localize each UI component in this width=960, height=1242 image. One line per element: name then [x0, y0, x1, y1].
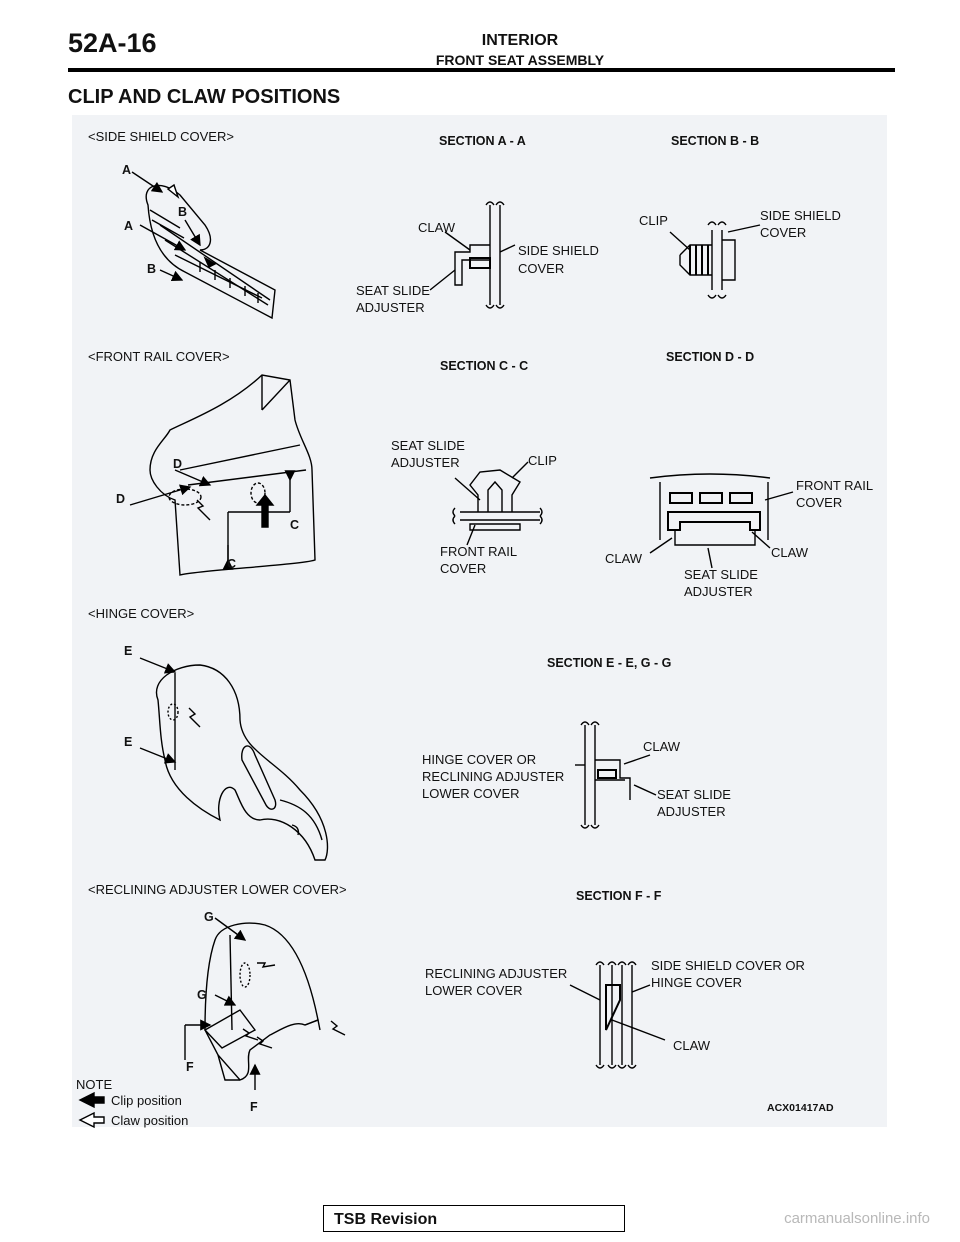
section-cc-adjuster-label-1: SEAT SLIDE: [391, 438, 465, 453]
watermark: carmanualsonline.info: [784, 1210, 930, 1227]
note-legend-arrows: [78, 1091, 105, 1129]
section-ee-adjuster-label-1: SEAT SLIDE: [657, 787, 731, 802]
callout-f-left: F: [186, 1060, 194, 1074]
section-dd-adjuster-label-1: SEAT SLIDE: [684, 567, 758, 582]
tsb-revision-box: TSB Revision: [323, 1205, 625, 1232]
callout-c-bottom: C: [227, 557, 237, 571]
section-bb-cover-label-1: SIDE SHIELD: [760, 208, 841, 223]
header-subtitle: FRONT SEAT ASSEMBLY: [435, 52, 605, 68]
section-ff-cover-label-1: RECLINING ADJUSTER: [425, 966, 568, 981]
section-code: 52A-16: [68, 28, 157, 58]
section-aa-cover-label-2: COVER: [518, 261, 565, 276]
section-cc-clip-label: CLIP: [528, 453, 557, 468]
section-aa-cover-label-1: SIDE SHIELD: [518, 243, 599, 258]
section-cc-adjuster-label-2: ADJUSTER: [391, 455, 460, 470]
note-clip-position: Clip position: [111, 1093, 182, 1108]
callout-d-top: D: [173, 457, 183, 471]
section-bb-title: SECTION B - B: [671, 134, 760, 148]
section-bb-drawing: [669, 221, 761, 299]
header-rule: [68, 68, 895, 72]
side-shield-heading: <SIDE SHIELD COVER>: [88, 129, 234, 144]
header-title: INTERIOR: [481, 32, 559, 49]
section-ff-claw-label: CLAW: [673, 1038, 711, 1053]
section-ee-claw-label: CLAW: [643, 739, 681, 754]
callout-d-left: D: [116, 492, 126, 506]
callout-b-top: B: [178, 205, 188, 219]
section-aa-drawing: [429, 201, 516, 309]
callout-g-mid: G: [197, 988, 207, 1002]
section-ff-side-label-2: HINGE COVER: [651, 975, 743, 990]
section-aa-adjuster-label-1: SEAT SLIDE: [356, 283, 430, 298]
section-ff-drawing: [569, 961, 666, 1069]
section-dd-cover-label-2: COVER: [796, 495, 843, 510]
section-ee-cover-label-1: HINGE COVER OR: [422, 752, 537, 767]
section-ee-cover-label-3: LOWER COVER: [422, 786, 520, 801]
section-cc-title: SECTION C - C: [440, 359, 529, 373]
note-title: NOTE: [76, 1077, 113, 1092]
figure-code: ACX01417AD: [767, 1102, 834, 1114]
callout-c-right: C: [290, 518, 300, 532]
callout-f-bottom: F: [250, 1100, 258, 1114]
section-dd-cover-label-1: FRONT RAIL: [796, 478, 874, 493]
section-aa-title: SECTION A - A: [439, 134, 526, 148]
section-ee-drawing: [575, 721, 657, 829]
section-dd-claw-left-label: CLAW: [605, 551, 643, 566]
section-ff-cover-label-2: LOWER COVER: [425, 983, 523, 998]
callout-a-top: A: [122, 163, 132, 177]
callout-b-bottom: B: [147, 262, 157, 276]
callout-a-bottom: A: [124, 219, 134, 233]
section-ff-side-label-1: SIDE SHIELD COVER OR: [651, 958, 805, 973]
section-cc-cover-label-2: COVER: [440, 561, 487, 576]
note-claw-position: Claw position: [111, 1113, 189, 1128]
front-rail-heading: <FRONT RAIL COVER>: [88, 349, 230, 364]
callout-g-top: G: [204, 910, 214, 924]
page-heading: CLIP AND CLAW POSITIONS: [68, 86, 341, 108]
section-bb-cover-label-2: COVER: [760, 225, 807, 240]
section-dd-title: SECTION D - D: [666, 350, 755, 364]
section-cc-drawing: [452, 461, 543, 546]
section-aa-adjuster-label-2: ADJUSTER: [356, 300, 425, 315]
hinge-heading: <HINGE COVER>: [88, 606, 195, 621]
section-dd-adjuster-label-2: ADJUSTER: [684, 584, 753, 599]
section-dd-drawing: [649, 473, 794, 569]
front-rail-cover-drawing: [129, 374, 316, 576]
section-ff-title: SECTION F - F: [576, 889, 662, 903]
side-shield-cover-drawing: [131, 171, 276, 320]
section-bb-clip-label: CLIP: [639, 213, 668, 228]
reclining-cover-drawing: [184, 917, 346, 1090]
section-dd-claw-right-label: CLAW: [771, 545, 809, 560]
section-aa-claw-label: CLAW: [418, 220, 456, 235]
section-ee-cover-label-2: RECLINING ADJUSTER: [422, 769, 565, 784]
reclining-heading: <RECLINING ADJUSTER LOWER COVER>: [88, 882, 347, 897]
section-cc-cover-label-1: FRONT RAIL: [440, 544, 518, 559]
section-ee-title: SECTION E - E, G - G: [547, 656, 672, 670]
section-ee-adjuster-label-2: ADJUSTER: [657, 804, 726, 819]
callout-e-bottom: E: [124, 735, 133, 749]
hinge-cover-drawing: [139, 657, 329, 861]
callout-e-top: E: [124, 644, 133, 658]
